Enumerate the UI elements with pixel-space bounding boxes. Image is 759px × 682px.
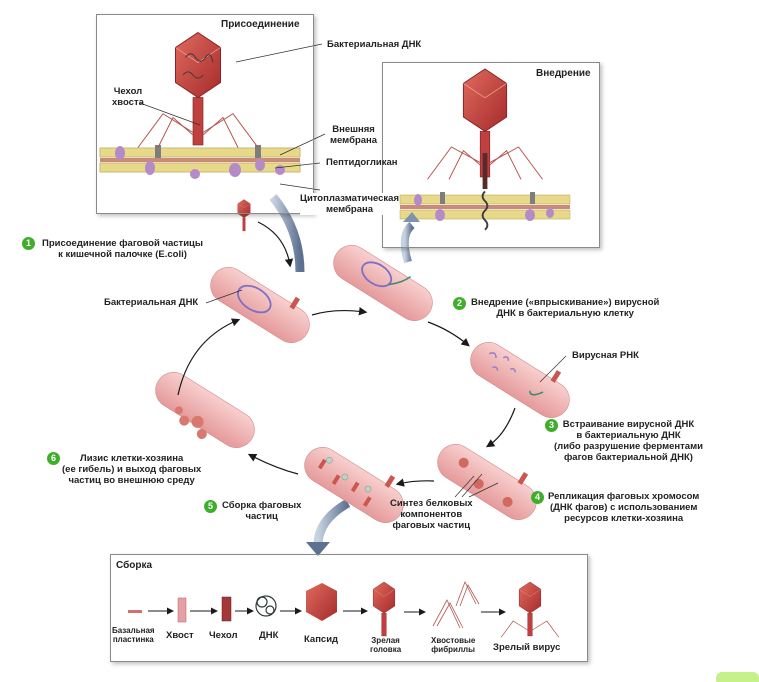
- step-text: Репликация фаговых хромосом (ДНК фагов) …: [548, 491, 700, 524]
- step-text: Сборка фаговых частиц: [222, 500, 302, 522]
- arrow-2-3: [427, 321, 470, 347]
- arrow-4-5: [395, 478, 435, 487]
- injection-panel-title: Внедрение: [536, 68, 591, 79]
- label-bacterial-dna-inset: Бактериальная ДНК: [327, 39, 422, 50]
- assembly-item-dna: ДНК: [259, 630, 279, 641]
- attachment-panel: [96, 14, 314, 214]
- step-badge: 4: [531, 491, 544, 504]
- cycle-arrows: [177, 221, 516, 487]
- arrow-3-4: [485, 407, 516, 448]
- label-tail-sheath: Чехол хвоста: [112, 86, 144, 108]
- bacterium-stage-2: [326, 238, 440, 328]
- step-badge: 3: [545, 419, 558, 432]
- attachment-panel-title: Присоединение: [221, 19, 300, 30]
- step-text: Встраивание вирусной ДНК в бактериальную…: [554, 419, 703, 463]
- arrow-approach: [257, 221, 294, 268]
- label-bacterial-dna-cycle: Бактериальная ДНК: [104, 297, 199, 308]
- bacterium-stage-5: [297, 440, 411, 530]
- assembly-item-tail: Хвост: [166, 630, 194, 641]
- assembly-panel: [110, 554, 588, 662]
- step-badge: 1: [22, 237, 35, 250]
- step-text: Присоединение фаговой частицы к кишечной…: [42, 238, 203, 260]
- label-cytoplasmic-membrane: Цитоплазматическая мембрана: [300, 193, 399, 215]
- assembly-panel-title: Сборка: [116, 560, 153, 571]
- arrow-1-2: [311, 307, 368, 316]
- assembly-illustration: [128, 581, 560, 638]
- step-badge: 5: [204, 500, 217, 513]
- injection-panel: [382, 62, 600, 248]
- step-text: Внедрение («впрыскивание») вирусной ДНК …: [471, 297, 660, 319]
- label-outer-membrane: Внешняя мембрана: [330, 124, 378, 146]
- assembly-item-mature-virus: Зрелый вирус: [493, 642, 561, 653]
- bacterium-stage-4: [430, 437, 544, 527]
- big-arrow-from-attachment: [269, 194, 305, 273]
- assembly-item-capsid: Капсид: [304, 634, 339, 645]
- big-arrow-to-injection: [400, 221, 415, 264]
- label-protein-synthesis: Синтез белковых компонентов фаговых част…: [390, 498, 473, 531]
- corner-tab: [716, 672, 759, 682]
- arrow-6-1: [177, 318, 241, 396]
- big-arrow-to-assembly: [313, 499, 351, 546]
- injection-illustration: [399, 68, 571, 231]
- label-peptidoglycan: Пептидогликан: [326, 157, 398, 168]
- assembly-item-tail-fibers: Хвостовые фибриллы: [431, 636, 476, 654]
- bacterium-stage-3: [463, 335, 577, 425]
- step-badge: 2: [453, 297, 466, 310]
- label-viral-rna: Вирусная РНК: [572, 350, 639, 361]
- bacterium-stage-6-lysis: [148, 365, 262, 455]
- assembly-item-mature-head: Зрелая головка: [370, 636, 402, 654]
- step-badge: 6: [47, 452, 60, 465]
- arrow-5-6: [247, 453, 299, 475]
- step-text: Лизис клетки-хозяина (ее гибель) и выход…: [62, 453, 202, 486]
- bacterium-stage-1: [203, 260, 317, 350]
- attachment-illustration: [99, 32, 326, 191]
- assembly-item-baseplate: Базальная пластинка: [112, 626, 155, 644]
- assembly-item-sheath: Чехол: [209, 630, 238, 641]
